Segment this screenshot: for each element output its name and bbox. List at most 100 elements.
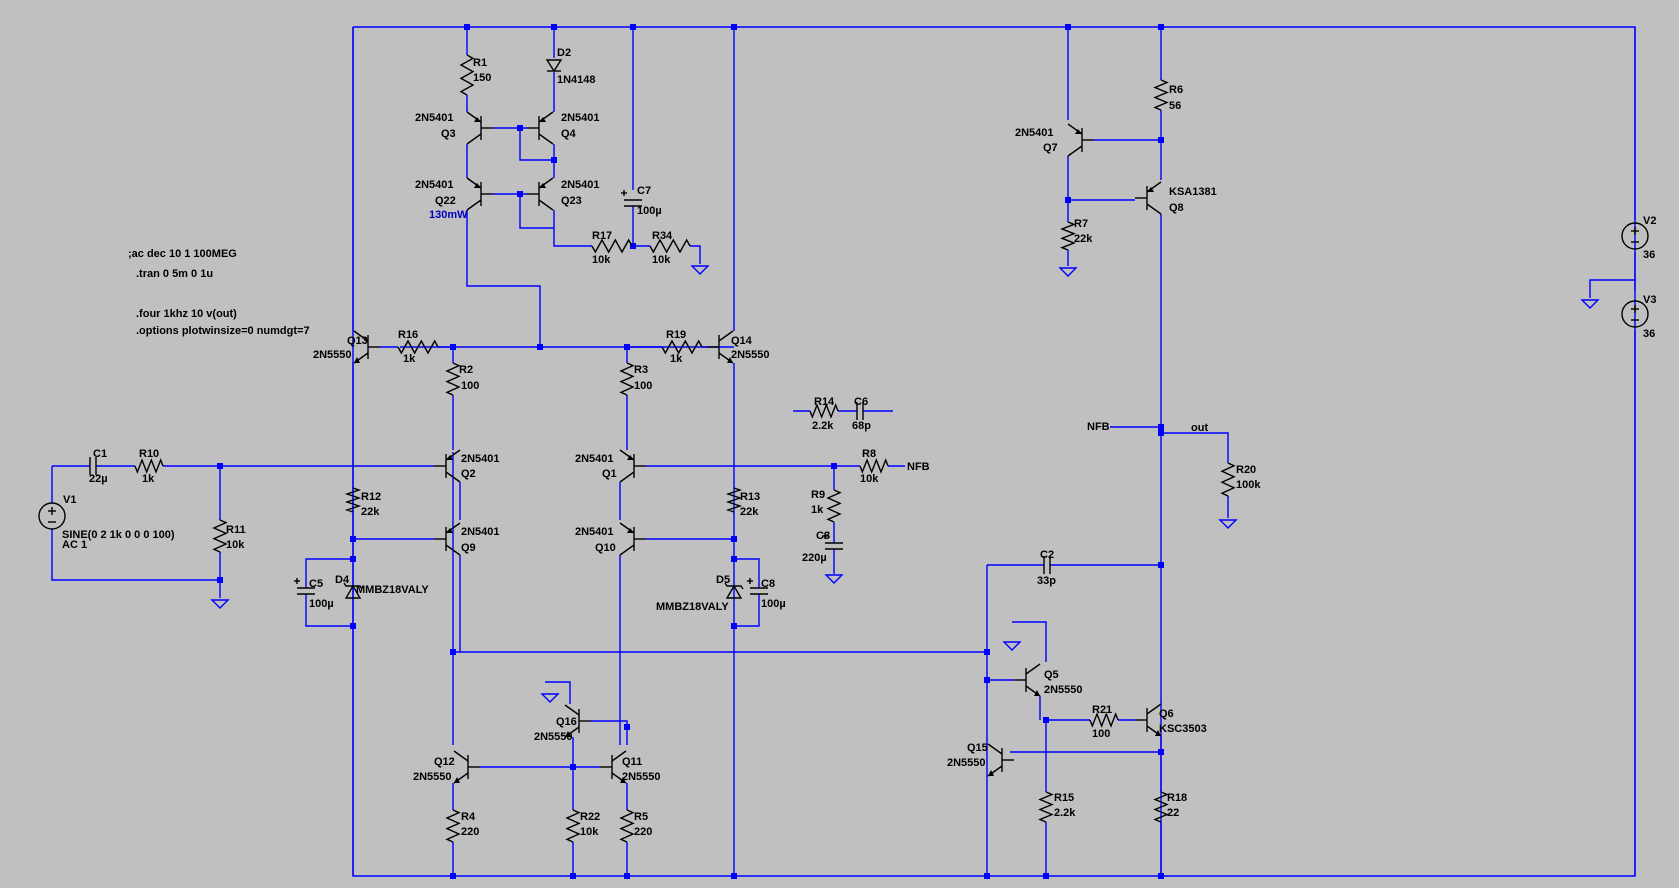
q22-transistor [466,177,493,211]
r8-ref: R8 [862,448,876,460]
q6-transistor [1135,703,1162,737]
r12-resistor [344,487,362,513]
r2-ref: R2 [459,364,473,376]
c2-ref: C2 [1040,549,1054,561]
r4-ref: R4 [461,811,476,823]
r10-value: 1k [142,473,155,485]
r1-resistor [459,54,475,96]
ground-symbol [210,599,230,609]
r20-resistor [1220,462,1236,497]
r10-ref: R10 [139,448,159,460]
r15-resistor [1038,791,1054,823]
q15-value: 2N5550 [947,757,986,769]
c7-ref: C7 [637,185,651,197]
q6-value: KSC3503 [1159,723,1207,735]
wire [734,594,760,627]
q6-ref: Q6 [1159,708,1174,720]
r34-resistor [649,238,691,254]
junction [217,577,223,583]
c1-ref: C1 [93,448,107,460]
c2-value: 33p [1037,575,1056,587]
directive-tran: .tran 0 5m 0 1u [136,268,213,280]
c3-ref: C3 [816,530,830,542]
q23-value: 2N5401 [561,179,600,191]
r19-ref: R19 [666,329,686,341]
v1-source [38,502,66,530]
r16-ref: R16 [398,329,418,341]
ground-symbol [1580,299,1600,309]
wire [1012,621,1047,662]
r13-resistor [725,487,743,513]
q3-transistor [466,111,493,145]
q9-value: 2N5401 [461,526,500,538]
junction [537,344,543,350]
q13-ref: Q13 [347,335,368,347]
wire [1161,432,1229,463]
v1-ac: AC 1 [62,539,87,551]
r17-value: 10k [592,254,611,266]
ground-symbol [1058,267,1078,277]
junction [551,157,557,163]
v3-value: 36 [1643,328,1655,340]
q11-ref: Q11 [622,756,642,768]
v3-source [1621,300,1649,328]
wire [51,529,220,581]
r14-resistor [809,403,839,419]
r22-value: 10k [580,826,599,838]
junction [731,623,737,629]
junction [731,873,737,879]
junction [984,873,990,879]
r3-value: 100 [634,380,652,392]
r1-ref: R1 [473,57,487,69]
q12-transistor [453,750,480,784]
q13-value: 2N5550 [313,349,352,361]
c6-value: 68p [852,420,871,432]
c7-value: 100µ [637,205,662,217]
wire [305,558,353,588]
q23-transistor [527,177,554,211]
r18-ref: R18 [1167,792,1187,804]
v1-ref: V1 [63,494,76,506]
power-annotation: 130mW [429,209,468,221]
wire [545,681,571,704]
r8-resistor [859,458,889,474]
q4-transistor [527,111,554,145]
r5-value: 220 [634,826,652,838]
v2-value: 36 [1643,249,1655,261]
junction [570,873,576,879]
r16-value: 1k [403,353,416,365]
c5-ref: C5 [309,578,323,590]
r19-value: 1k [670,353,683,365]
wire [305,594,353,627]
nfb-label-left: NFB [907,461,930,473]
q7-ref: Q7 [1043,142,1058,154]
r5-resistor [619,809,635,843]
c5-value: 100µ [309,598,334,610]
directive-four: .four 1khz 10 v(out) [136,308,237,320]
d2-value: 1N4148 [557,74,596,86]
q1-transistor [619,449,646,483]
r21-resistor [1089,712,1119,728]
q15-ref: Q15 [967,742,988,754]
r17-ref: R17 [592,230,612,242]
junction [350,623,356,629]
q10-ref: Q10 [595,542,616,554]
r13-ref: R13 [740,491,760,503]
q5-value: 2N5550 [1044,684,1083,696]
q9-ref: Q9 [461,542,476,554]
r7-value: 22k [1074,233,1093,245]
wire [690,245,701,264]
d2-ref: D2 [557,47,571,59]
r20-value: 100k [1236,479,1261,491]
c8-value: 100µ [761,598,786,610]
r10-resistor [134,458,164,474]
directive-ac: ;ac dec 10 1 100MEG [128,248,237,260]
q5-ref: Q5 [1044,669,1059,681]
r22-ref: R22 [580,811,600,823]
c6-ref: C6 [854,396,868,408]
wire [553,210,592,247]
wire [519,194,554,229]
c8-ref: C8 [761,578,775,590]
r12-value: 22k [361,506,380,518]
r11-ref: R11 [226,524,246,536]
